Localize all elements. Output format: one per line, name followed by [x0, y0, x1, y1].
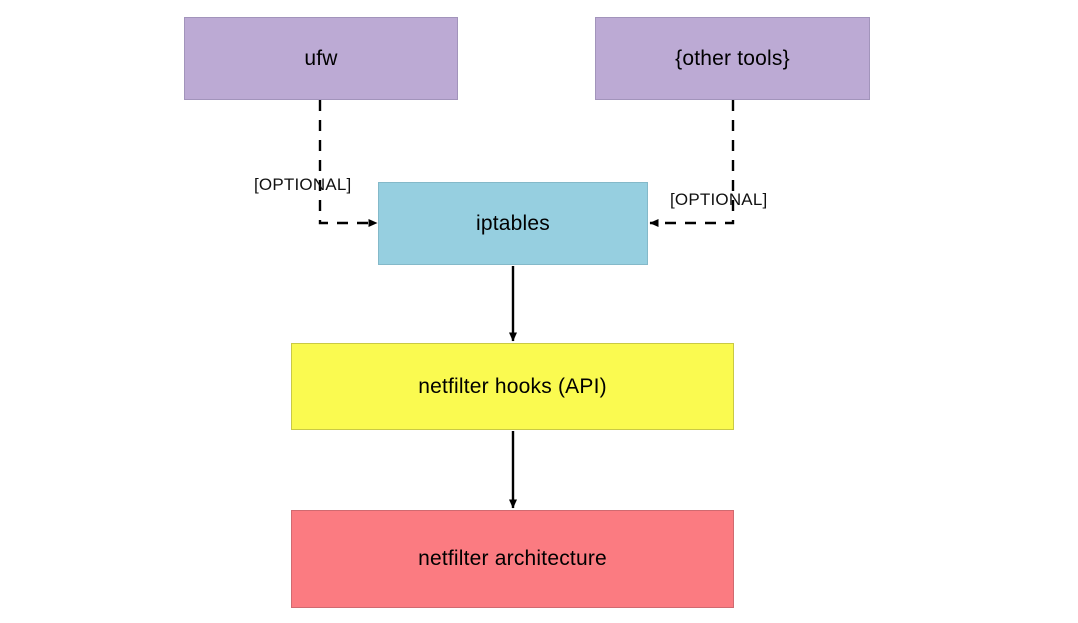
node-netfilter-hooks[interactable]: netfilter hooks (API) — [291, 343, 734, 430]
node-ufw[interactable]: ufw — [184, 17, 458, 100]
node-netfilter-hooks-label: netfilter hooks (API) — [418, 374, 607, 398]
node-ufw-label: ufw — [304, 46, 338, 70]
node-other-tools[interactable]: {other tools} — [595, 17, 870, 100]
node-iptables-label: iptables — [476, 211, 550, 235]
edge-label-ufw-optional: [OPTIONAL] — [254, 175, 352, 194]
node-netfilter-architecture[interactable]: netfilter architecture — [291, 510, 734, 608]
edge-ufw-to-iptables — [318, 100, 378, 227]
edge-label-other-tools-optional: [OPTIONAL] — [670, 190, 768, 209]
node-netfilter-architecture-label: netfilter architecture — [418, 547, 607, 571]
node-iptables[interactable]: iptables — [378, 182, 648, 265]
node-other-tools-label: {other tools} — [675, 46, 790, 70]
